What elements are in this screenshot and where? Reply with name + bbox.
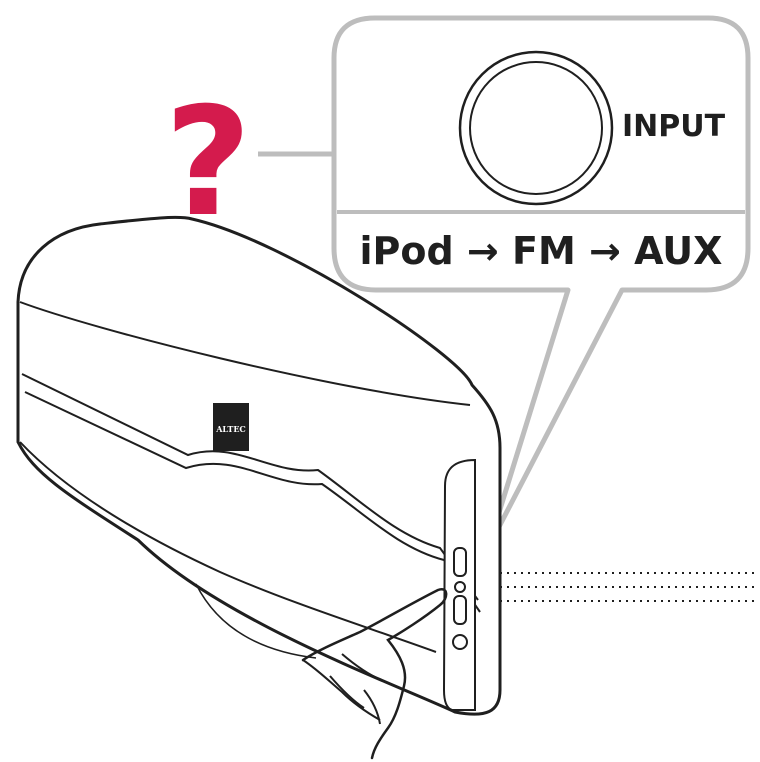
hand-finger-line-2 (341, 653, 387, 683)
callout-bubble: INPUT iPod → FM → AUX (258, 15, 751, 551)
hand-finger-line-4 (363, 689, 381, 725)
volume-up-button[interactable] (453, 547, 467, 577)
hand-finger-line-3 (329, 675, 365, 709)
brand-logo-badge (213, 403, 249, 451)
speaker-base-shadow (195, 583, 317, 659)
speaker-grille-bottom-line (24, 391, 481, 613)
speaker-grille-top-line (21, 373, 479, 601)
speaker-outline (16, 215, 502, 716)
input-knob-icon (469, 61, 603, 195)
callout-bubble-outline (331, 15, 751, 551)
power-button[interactable] (452, 634, 468, 650)
input-sequence-text: iPod → FM → AUX (360, 229, 723, 273)
hand-finger-line-1 (302, 659, 381, 721)
pointing-hand-icon (301, 587, 448, 760)
volume-down-button[interactable] (453, 595, 467, 625)
input-select-button[interactable] (454, 581, 466, 593)
input-knob-label: INPUT (622, 109, 726, 144)
speaker-bottom-edge (19, 441, 437, 653)
input-knob-outer-ring (458, 50, 614, 206)
speaker-side-controls (452, 547, 468, 650)
pointing-hand-outline (301, 587, 448, 760)
speaker-top-edge (19, 301, 471, 406)
dotted-guides (500, 572, 756, 602)
brand-logo-text: ALTEC (215, 424, 246, 434)
